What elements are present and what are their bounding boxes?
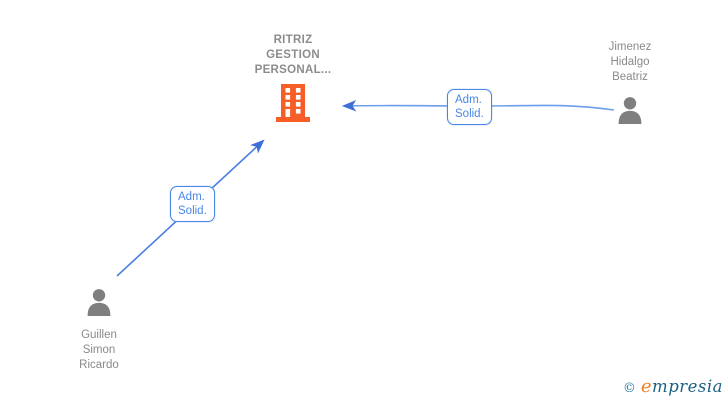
- person-name: Jimenez Hidalgo Beatriz: [609, 40, 652, 85]
- company-name: RITRIZ GESTION PERSONAL...: [255, 33, 332, 78]
- company-name-line: RITRIZ: [273, 34, 313, 46]
- person-name-line: Hidalgo: [610, 56, 650, 68]
- empresia-brand-text: empresia: [641, 376, 723, 397]
- copyright-icon: ©: [622, 381, 636, 396]
- empresia-logo[interactable]: © empresia: [623, 376, 723, 397]
- person-name-line: Guillen: [81, 329, 117, 341]
- person-name-line: Jimenez: [608, 41, 652, 53]
- edge-label-guillen-adm-solid: Adm. Solid.: [170, 186, 215, 222]
- person-node-jimenez[interactable]: Jimenez Hidalgo Beatriz: [570, 40, 690, 129]
- brand-rest: mpresia: [652, 377, 723, 396]
- edge-label-jimenez-adm-solid: Adm. Solid.: [447, 89, 492, 125]
- company-node[interactable]: RITRIZ GESTION PERSONAL...: [223, 33, 363, 127]
- edge-label-line: Solid.: [455, 108, 484, 120]
- person-name-line: Beatriz: [612, 71, 648, 83]
- person-node-guillen[interactable]: Guillen Simon Ricardo: [39, 288, 159, 373]
- person-name-line: Simon: [82, 344, 116, 356]
- edge-label-line: Adm.: [455, 94, 482, 106]
- edge-label-line: Solid.: [178, 205, 207, 217]
- person-icon: [85, 288, 113, 321]
- person-icon: [616, 96, 644, 129]
- person-name-line: Ricardo: [79, 359, 119, 371]
- person-name: Guillen Simon Ricardo: [79, 328, 119, 373]
- brand-first-letter: e: [640, 376, 653, 397]
- company-name-line: PERSONAL...: [254, 64, 332, 76]
- building-icon: [276, 84, 310, 127]
- company-name-line: GESTION: [266, 49, 320, 61]
- edge-label-line: Adm.: [178, 191, 205, 203]
